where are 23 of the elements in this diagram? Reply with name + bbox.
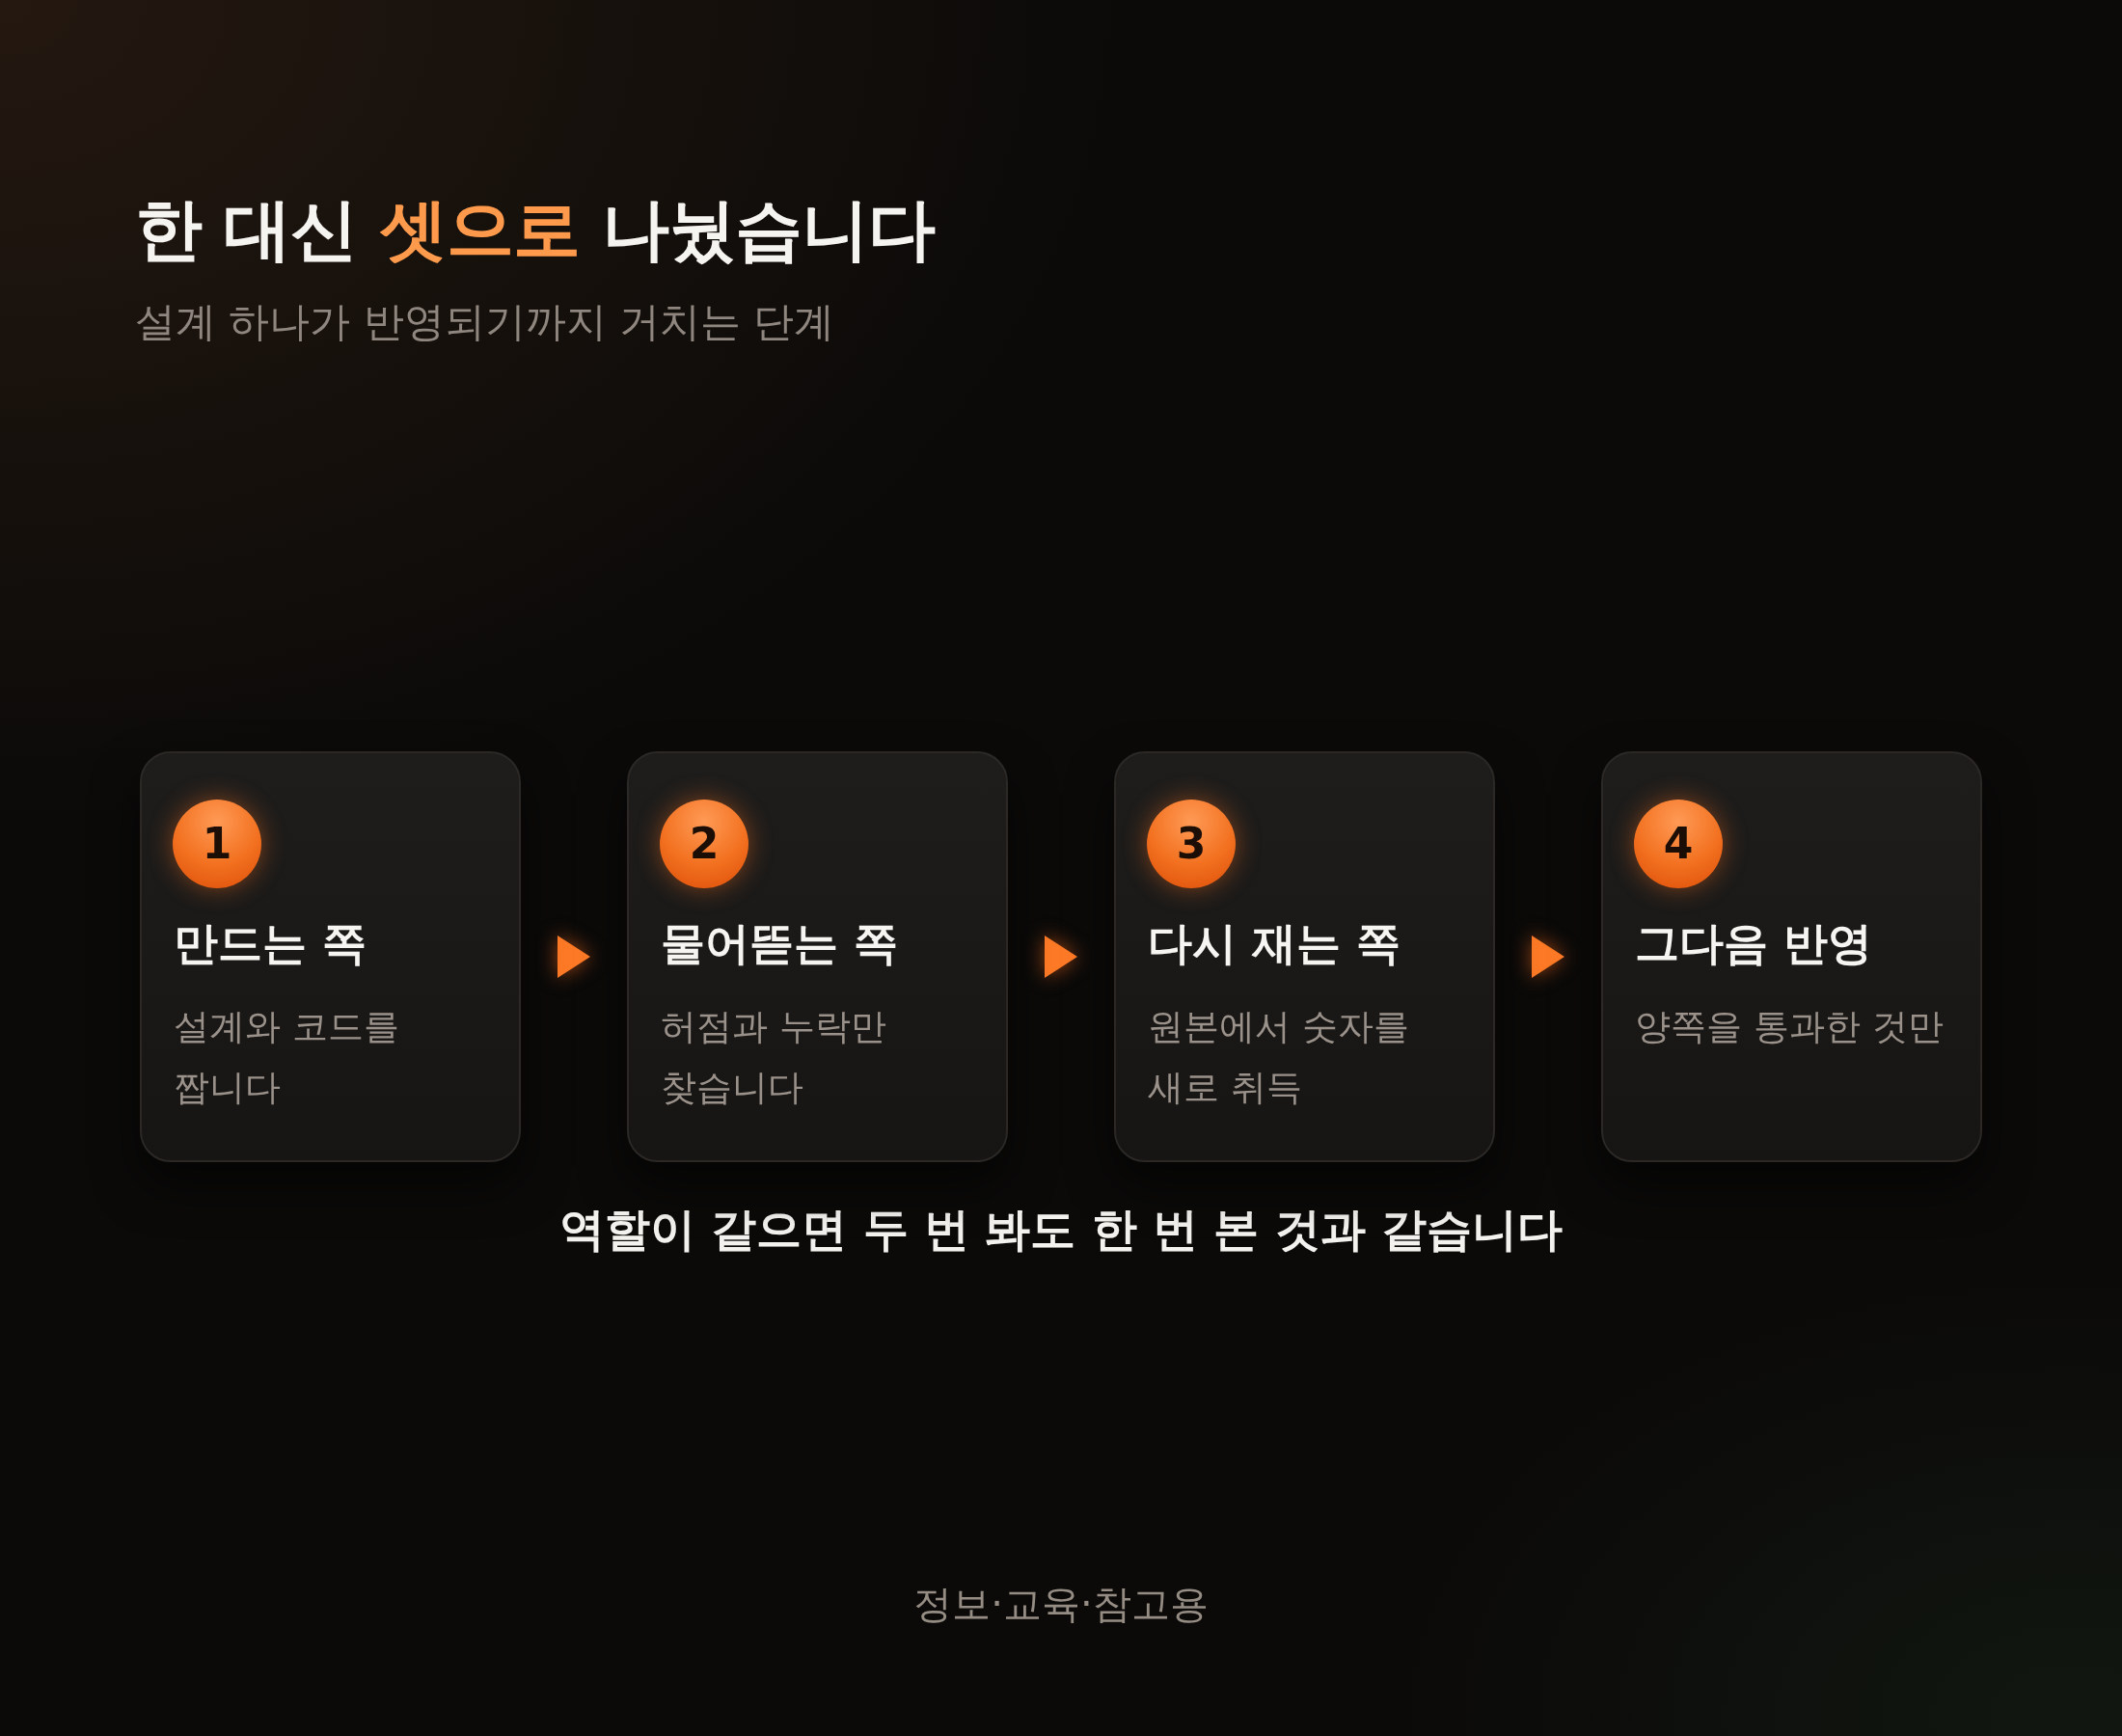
title: 한 대신 셋으로 나눴습니다: [135, 189, 936, 270]
number-badge: 3: [1147, 800, 1236, 888]
step-card: [1601, 751, 1982, 1162]
step-card: [140, 751, 521, 1162]
step-description: 설계와 코드를 짭니다: [174, 1005, 400, 1110]
caption: 역할이 같으면 두 번 봐도 한 번 본 것과 같습니다: [558, 1202, 1564, 1258]
step-description: 양쪽을 통과한 것만: [1635, 1005, 1945, 1049]
step-description: 허점과 누락만 찾습니다: [661, 1005, 887, 1110]
step-card: [627, 751, 1008, 1162]
number-badge: 2: [660, 800, 748, 888]
step-description: 원본에서 숫자를 새로 취득: [1148, 1005, 1410, 1110]
footer-note: 정보·교육·참고용: [913, 1581, 1209, 1628]
number-badge: 1: [173, 800, 261, 888]
arrow: [558, 936, 590, 978]
arrow: [1045, 936, 1077, 978]
subtitle: 설계 하나가 반영되기까지 거치는 단계: [135, 297, 835, 347]
step-title: 다시 재는 쪽: [1148, 916, 1401, 971]
number-badge: 4: [1634, 800, 1723, 888]
step-card: [1114, 751, 1495, 1162]
step-title: 그다음 반영: [1635, 916, 1872, 971]
step-title: 물어뜯는 쪽: [661, 916, 898, 971]
arrow: [1532, 936, 1564, 978]
step-title: 만드는 쪽: [174, 916, 367, 971]
